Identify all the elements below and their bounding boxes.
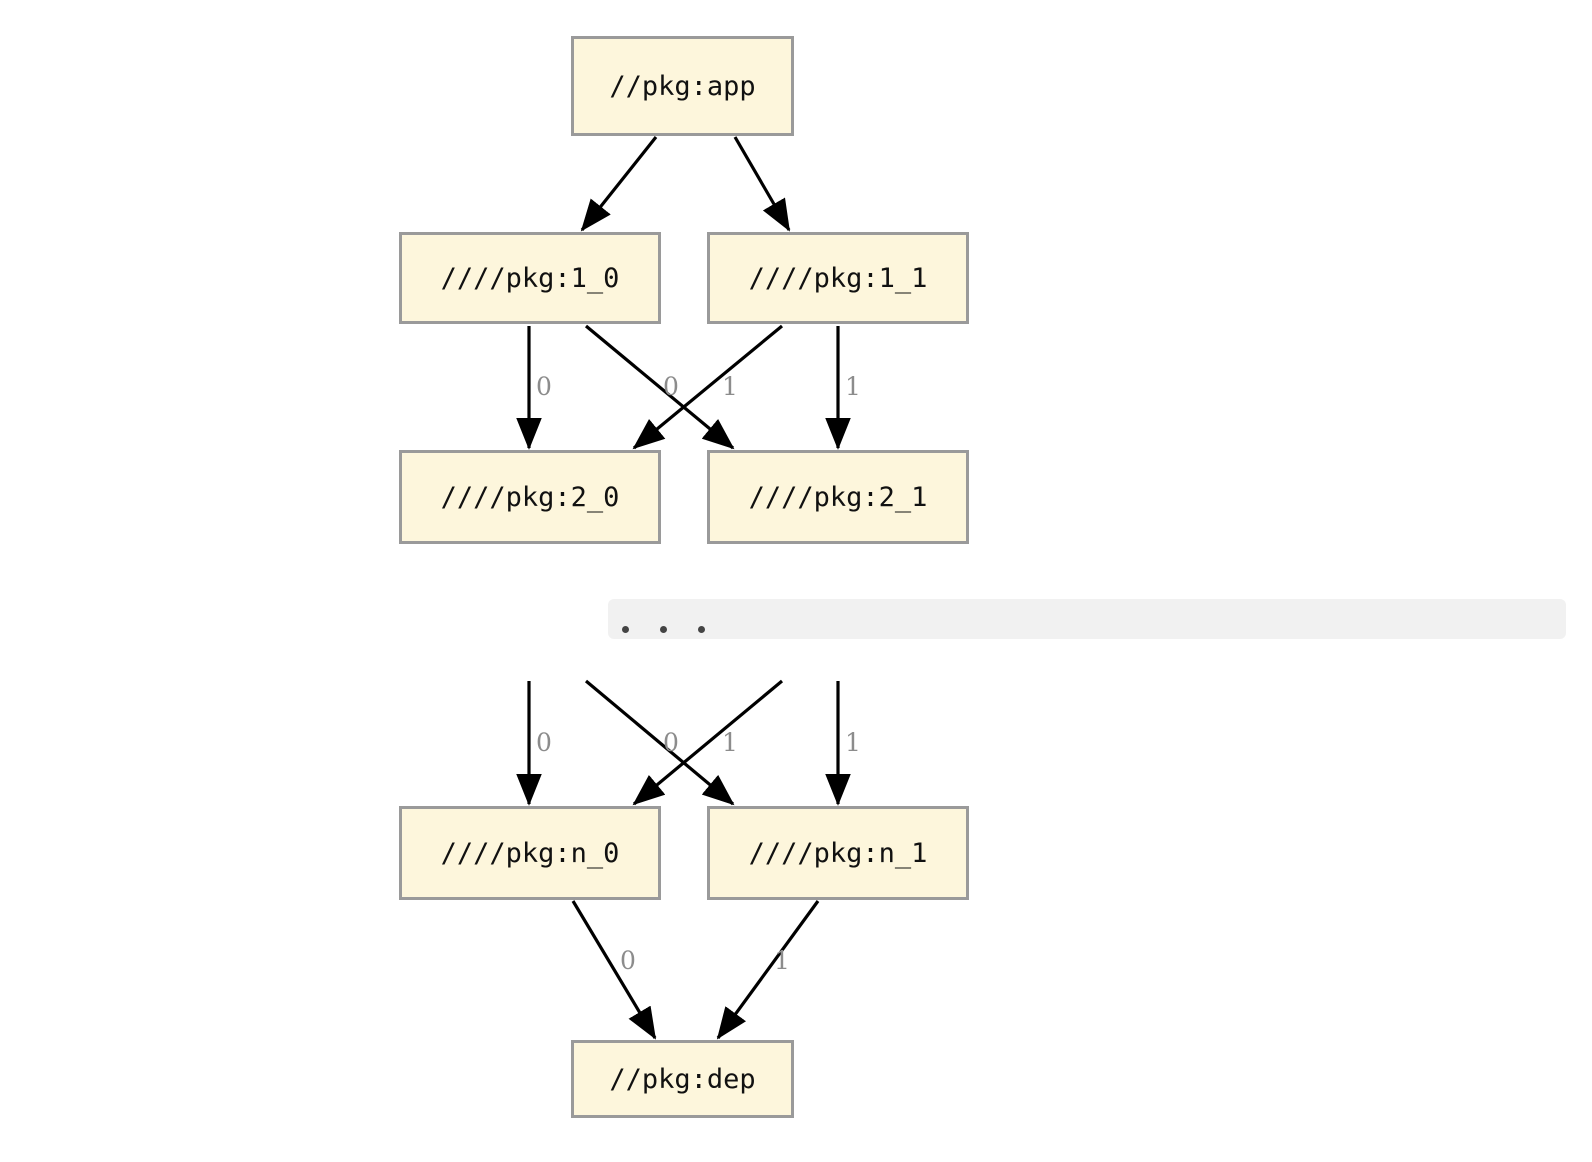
- graph-edge-label: 0: [663, 728, 679, 757]
- graph-edge-e-x-n_1: [584, 679, 735, 806]
- graph-node-n2_1[interactable]: ////pkg:2_1: [707, 450, 969, 544]
- graph-edge-label: 0: [620, 946, 636, 975]
- ellipsis-dot: [698, 625, 705, 633]
- graph-node-n1_0[interactable]: ////pkg:1_0: [399, 232, 661, 324]
- graph-node-label: ////pkg:n_1: [748, 837, 928, 869]
- graph-node-label: ////pkg:1_0: [440, 262, 620, 294]
- graph-node-label: //pkg:app: [609, 70, 756, 102]
- graph-edge-label: 1: [774, 946, 790, 975]
- graph-edge-label: 1: [845, 728, 861, 757]
- graph-node-nn_0[interactable]: ////pkg:n_0: [399, 806, 661, 900]
- graph-edge-e-y-n_0: [632, 679, 784, 806]
- graph-edge-e-app-1_1: [733, 136, 791, 232]
- graph-edge-label: 0: [536, 728, 552, 757]
- graph-edge-e-n_0-dep: [571, 900, 657, 1040]
- graph-node-n1_1[interactable]: ////pkg:1_1: [707, 232, 969, 324]
- graph-edge-label: 1: [722, 728, 738, 757]
- ellipsis-dot: [660, 625, 667, 633]
- graph-node-app[interactable]: //pkg:app: [571, 36, 794, 136]
- graph-edge-label: 1: [722, 372, 738, 401]
- graph-edge-e-1_0-2_1: [584, 324, 735, 450]
- graph-edge-label: 0: [663, 372, 679, 401]
- graph-node-label: ////pkg:1_1: [748, 262, 928, 294]
- graph-edge-e-n_1-dep: [716, 900, 820, 1040]
- graph-edge-label: 0: [536, 372, 552, 401]
- ellipsis-dots: [622, 625, 736, 633]
- graph-node-label: //pkg:dep: [609, 1063, 756, 1095]
- graph-edge-e-app-1_0: [580, 136, 658, 232]
- graph-node-nn_1[interactable]: ////pkg:n_1: [707, 806, 969, 900]
- truncation-ellipsis-band: [608, 599, 1566, 639]
- graph-node-label: ////pkg:n_0: [440, 837, 620, 869]
- graph-edge-e-1_1-2_0: [632, 324, 784, 450]
- graph-node-label: ////pkg:2_0: [440, 481, 620, 513]
- graph-node-label: ////pkg:2_1: [748, 481, 928, 513]
- graph-node-n2_0[interactable]: ////pkg:2_0: [399, 450, 661, 544]
- graph-node-dep[interactable]: //pkg:dep: [571, 1040, 794, 1118]
- edges-group: [516, 136, 851, 1040]
- ellipsis-dot: [622, 625, 629, 633]
- graph-edge-label: 1: [845, 372, 861, 401]
